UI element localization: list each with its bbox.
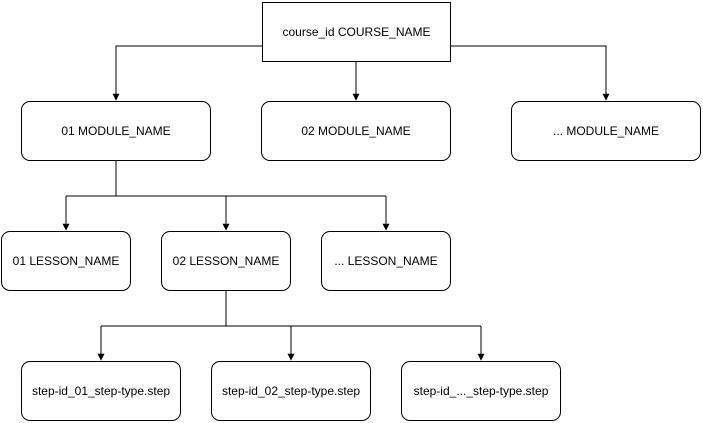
step-node-01[interactable]: step-id_01_step-type.step [21,361,181,421]
module-node-02[interactable]: 02 MODULE_NAME [261,101,451,161]
course-node-label: course_id COURSE_NAME [282,25,431,39]
step-node-02[interactable]: step-id_02_step-type.step [211,361,371,421]
course-node[interactable]: course_id COURSE_NAME [262,2,451,62]
lesson-node-more[interactable]: ... LESSON_NAME [321,231,451,291]
lesson-node-01[interactable]: 01 LESSON_NAME [1,231,131,291]
lesson-node-02[interactable]: 02 LESSON_NAME [161,231,291,291]
module-node-more[interactable]: ... MODULE_NAME [511,101,701,161]
connector-course-to-module-03 [451,45,610,101]
lesson-node-label: 02 LESSON_NAME [172,254,280,268]
step-node-label: step-id_02_step-type.step [221,384,361,398]
connector-course-to-module-01 [112,45,262,101]
module-node-label: 01 MODULE_NAME [61,124,171,138]
module-node-label: 02 MODULE_NAME [301,124,411,138]
module-node-01[interactable]: 01 MODULE_NAME [21,101,211,161]
module-node-label: ... MODULE_NAME [552,124,660,138]
step-node-label: step-id_..._step-type.step [413,384,549,398]
lesson-node-label: 01 LESSON_NAME [12,254,120,268]
step-node-more[interactable]: step-id_..._step-type.step [401,361,561,421]
step-node-label: step-id_01_step-type.step [31,384,171,398]
lesson-node-label: ... LESSON_NAME [334,254,438,268]
